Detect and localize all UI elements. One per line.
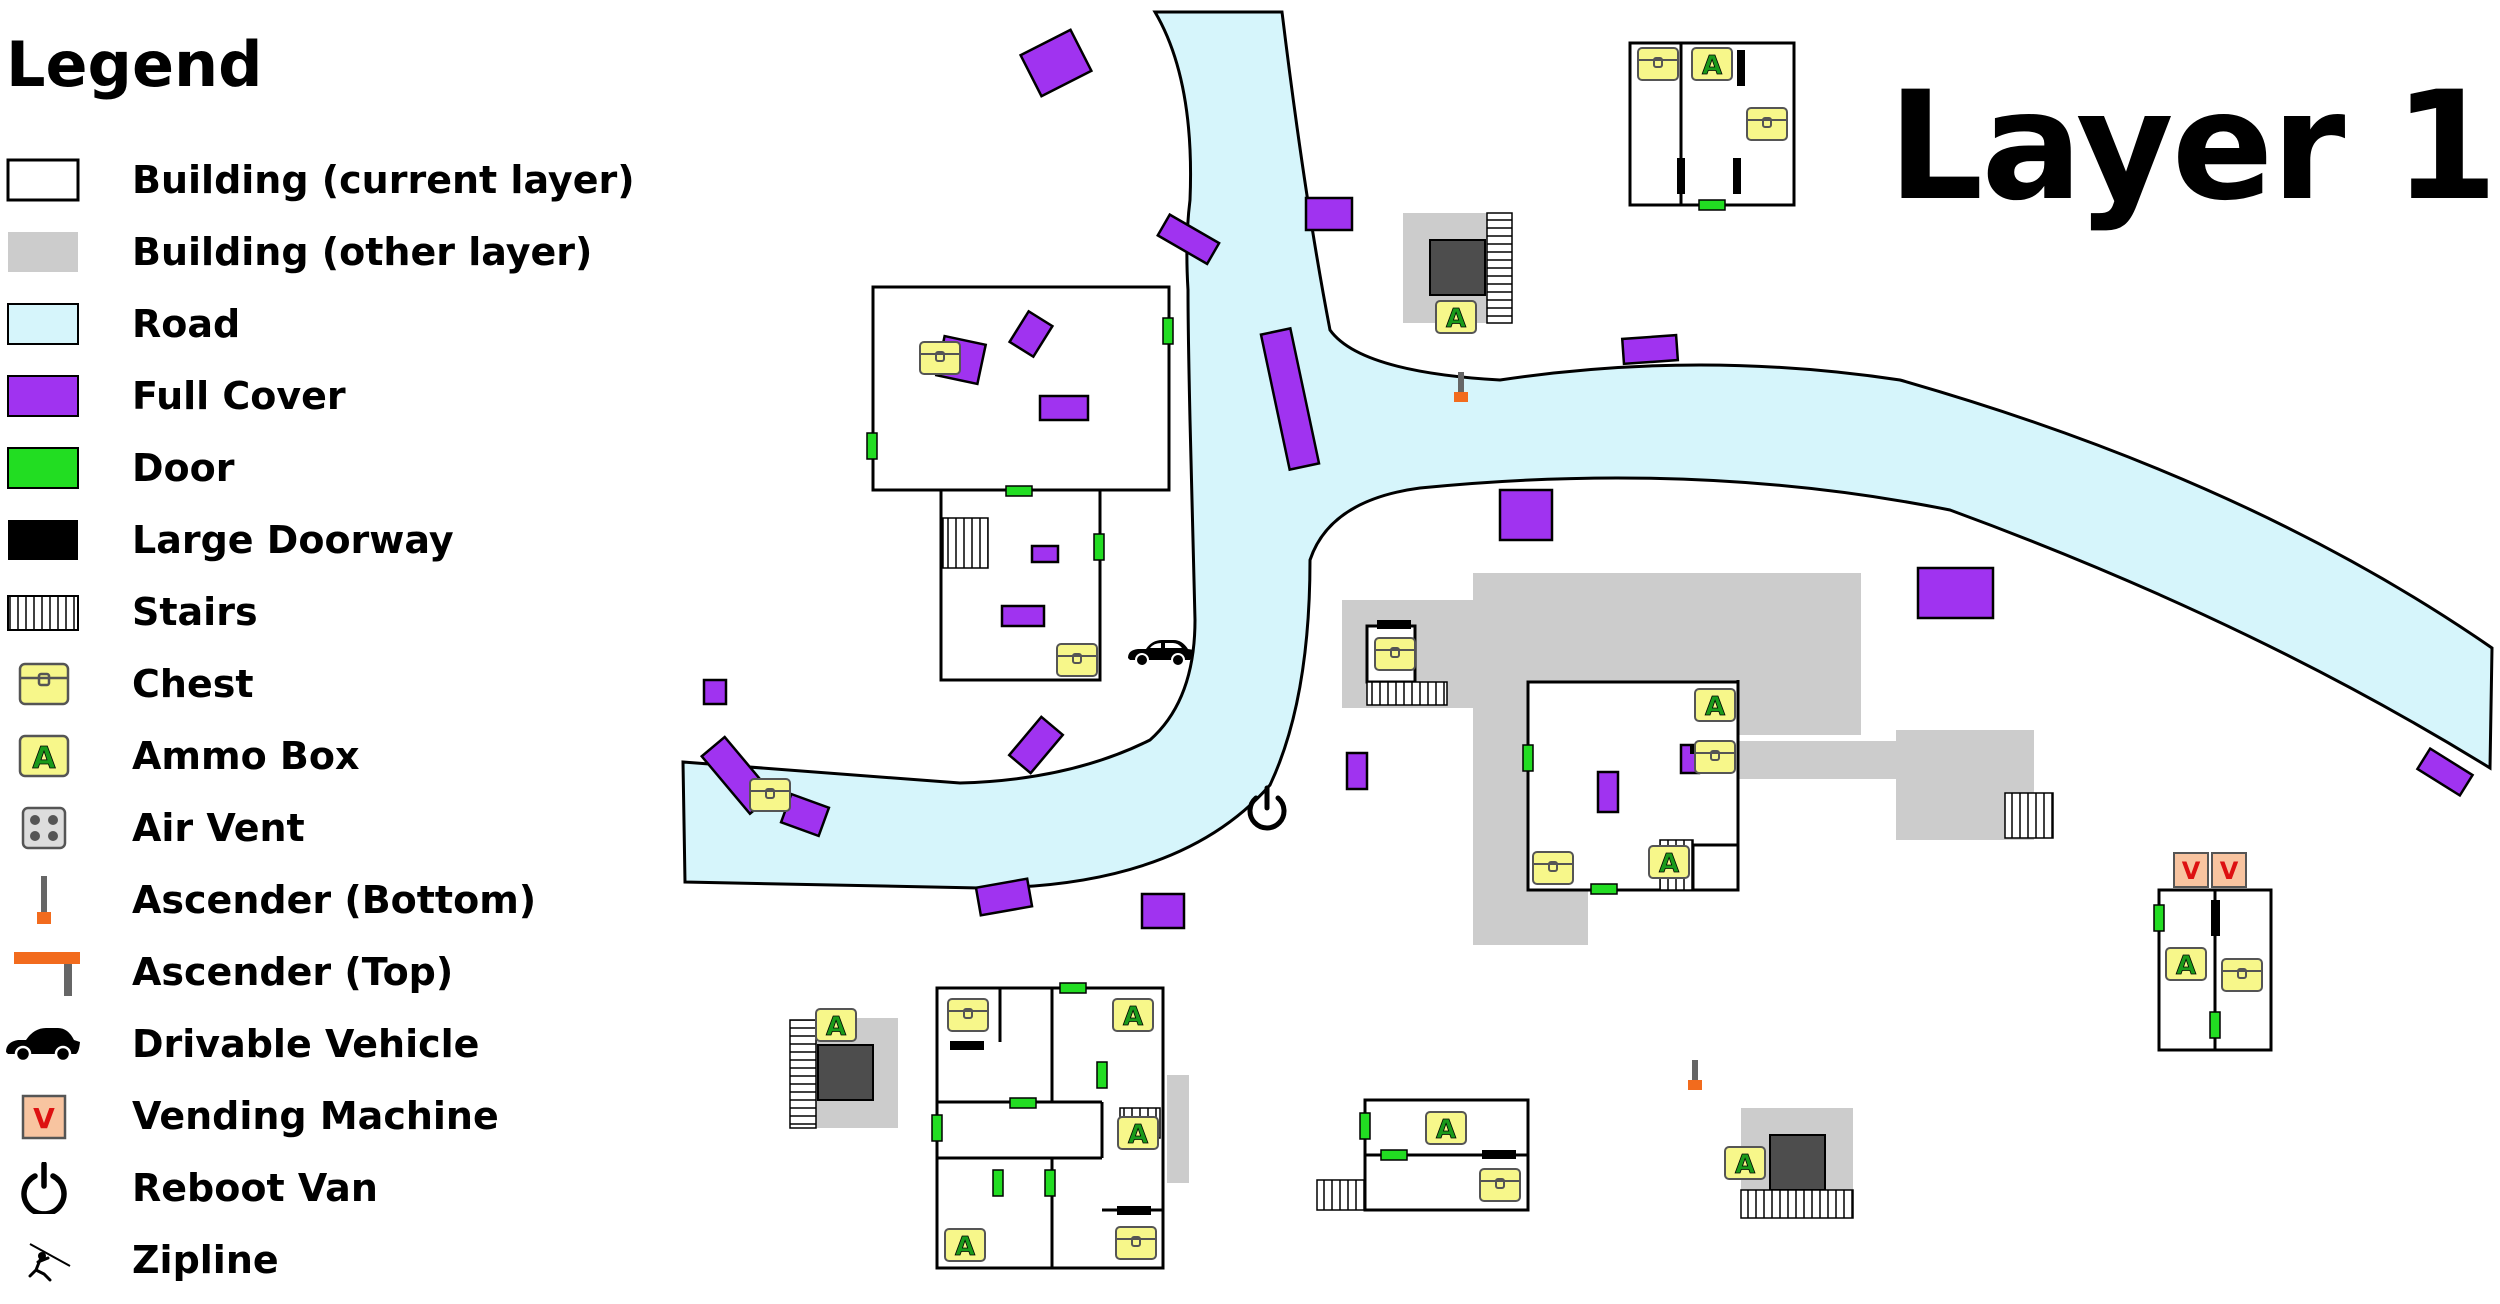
road — [681, 10, 2494, 890]
zipline-icon — [28, 1243, 71, 1282]
legend-item-zipline: Zipline — [0, 1228, 660, 1292]
chest-icon — [18, 662, 70, 706]
stairs-icon — [7, 595, 79, 631]
legend-label: Ascender (Bottom) — [132, 878, 537, 922]
legend-title: Legend — [6, 28, 263, 101]
svg-text:A: A — [1446, 304, 1466, 334]
legend-item-ascender-bottom: Ascender (Bottom) — [0, 868, 660, 932]
legend-item-ammo-box: A Ammo Box — [0, 724, 660, 788]
legend-label: Zipline — [132, 1238, 279, 1282]
legend-label: Large Doorway — [132, 518, 454, 562]
ascender-bottom-icon — [37, 876, 51, 924]
ammo-box-icon: A — [18, 734, 70, 778]
legend-label: Building (other layer) — [132, 230, 593, 274]
legend-label: Reboot Van — [132, 1166, 378, 1210]
svg-text:A: A — [1128, 1120, 1148, 1150]
building-current-swatch — [6, 158, 80, 202]
layer-title: Layer 1 — [1887, 60, 2498, 234]
ammo-box-letters: A A A A A A A A A A A — [826, 51, 2197, 1263]
legend-item-door: Door — [0, 436, 660, 500]
legend-label: Chest — [132, 662, 254, 706]
svg-text:V: V — [2220, 857, 2239, 885]
road-swatch — [7, 303, 79, 345]
legend-label: Ascender (Top) — [132, 950, 454, 994]
legend-item-stairs: Stairs — [0, 580, 660, 644]
svg-text:A: A — [1123, 1002, 1143, 1032]
full-cover — [699, 28, 2475, 930]
air-vent-icon — [21, 806, 67, 850]
svg-text:A: A — [1705, 692, 1725, 722]
legend-item-ascender-top: Ascender (Top) — [0, 940, 660, 1004]
legend-label: Vending Machine — [132, 1094, 499, 1138]
legend-item-building-other: Building (other layer) — [0, 220, 660, 284]
svg-text:V: V — [2182, 857, 2201, 885]
car-icon — [1128, 640, 1194, 667]
car-icon — [6, 1028, 80, 1063]
svg-text:A: A — [1735, 1150, 1755, 1180]
legend-item-reboot-van: Reboot Van — [0, 1156, 660, 1220]
dark-blocks — [817, 239, 1826, 1191]
vending-machines: V V — [2173, 852, 2247, 888]
legend-item-air-vent: Air Vent — [0, 796, 660, 860]
legend-label: Building (current layer) — [132, 158, 635, 202]
svg-text:A: A — [955, 1232, 975, 1262]
legend-label: Door — [132, 446, 235, 490]
vending-machine-icon: V — [21, 1094, 67, 1140]
svg-text:A: A — [826, 1012, 846, 1042]
legend-item-building-current: Building (current layer) — [0, 148, 660, 212]
legend-item-road: Road — [0, 292, 660, 356]
legend-label: Ammo Box — [132, 734, 360, 778]
svg-text:A: A — [1702, 51, 1722, 81]
legend-item-large-doorway: Large Doorway — [0, 508, 660, 572]
legend-item-vending-machine: V Vending Machine — [0, 1084, 660, 1148]
svg-text:V: V — [33, 1102, 55, 1135]
legend-item-full-cover: Full Cover — [0, 364, 660, 428]
power-icon — [21, 1162, 67, 1214]
legend-label: Stairs — [132, 590, 258, 634]
door-swatch — [7, 447, 79, 489]
full-cover-swatch — [7, 375, 79, 417]
legend-label: Air Vent — [132, 806, 305, 850]
svg-text:A: A — [2176, 951, 2196, 981]
svg-text:A: A — [1436, 1115, 1456, 1145]
power-icon — [1247, 785, 1287, 831]
legend-item-vehicle: Drivable Vehicle — [0, 1012, 660, 1076]
legend-label: Road — [132, 302, 241, 346]
svg-text:A: A — [32, 741, 56, 776]
svg-text:A: A — [1659, 849, 1679, 879]
legend-label: Full Cover — [132, 374, 346, 418]
legend-panel: Legend Building (current layer) Building… — [0, 0, 660, 1304]
legend-item-chest: Chest — [0, 652, 660, 716]
ascender-top-icon — [14, 952, 80, 996]
legend-label: Drivable Vehicle — [132, 1022, 480, 1066]
building-other-swatch — [8, 232, 78, 272]
large-doorway-swatch — [8, 520, 78, 560]
doors — [866, 199, 2221, 1197]
ascenders-bottom — [1454, 372, 1702, 1090]
